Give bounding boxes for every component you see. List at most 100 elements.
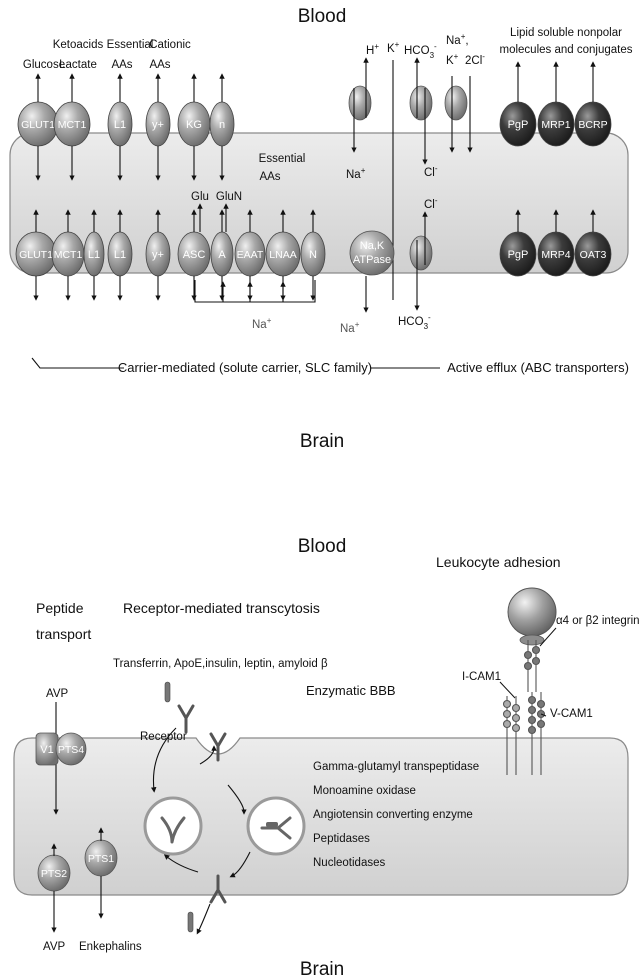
ligand-released xyxy=(187,911,194,933)
icam-pointer xyxy=(499,681,516,699)
label-k-plus: K+ xyxy=(387,40,400,55)
top-transporter-glut1-0-label: GLUT1 xyxy=(21,119,55,131)
icam1-molecule xyxy=(502,696,521,775)
integrins-label: α4 or β2 integrins xyxy=(556,615,640,627)
label-2cl: 2Cl- xyxy=(465,52,485,67)
bottom-transporter-a-6: A xyxy=(210,209,234,301)
bottom-transporter-pgp-10-label: PgP xyxy=(508,249,529,261)
enzymatic-bbb-label: Enzymatic BBB xyxy=(306,683,396,698)
label-h-plus: H+ xyxy=(366,42,379,57)
label-na-mid: Na+ xyxy=(346,166,366,181)
bottom-transporter-mrp4-11: MRP4 xyxy=(537,209,575,277)
top-transporter-kg-4-label: KG xyxy=(186,119,202,131)
label-essential-aas-2: AAs xyxy=(111,59,132,71)
bottom-transporter-asc-5: ASC xyxy=(177,209,211,301)
bottom-transporter-l1-2: L1 xyxy=(83,209,105,301)
ligands-label: Transferrin, ApoE,insulin, leptin, amylo… xyxy=(113,658,328,670)
bottom-transporter-n-9-label: N xyxy=(309,249,317,261)
ion-exchanger-cl-hco3-bottom xyxy=(409,211,433,311)
label-k-top: K+ xyxy=(446,52,459,67)
bottom-transporter-y--4-label: y+ xyxy=(152,249,164,261)
label-glun: GluN xyxy=(216,191,242,203)
receptor-label: Receptor xyxy=(140,731,187,743)
endosome-left xyxy=(143,796,203,856)
label-na-bottom-2: Na+ xyxy=(340,320,360,335)
panel2-blood-label: Blood xyxy=(298,536,347,557)
top-transporter-kg-4: KG xyxy=(177,73,211,181)
label-cl-mid-1: Cl- xyxy=(424,164,438,179)
na-k-atpase: Na,K ATPase xyxy=(349,230,395,313)
label-hco3-top: HCO3- xyxy=(404,42,437,60)
category-brackets xyxy=(31,357,440,369)
panel1-blood-label: Blood xyxy=(298,6,347,27)
bottom-transporter-eaat-7-label: EAAT xyxy=(237,249,264,261)
top-transporter-l1-2: L1 xyxy=(107,73,133,181)
svg-text:PTS1: PTS1 xyxy=(88,853,114,865)
na-k-atpase-label-2: ATPase xyxy=(353,254,391,266)
label-lactate: Lactate xyxy=(59,59,97,71)
enzyme-item: Peptidases xyxy=(313,833,370,845)
top-transporter-n-5: n xyxy=(209,73,235,181)
label-na-bottom-1: Na+ xyxy=(252,316,272,331)
top-transporter-y--3-label: y+ xyxy=(152,119,164,131)
peptide-transport-label-1: Peptide xyxy=(36,600,84,616)
avp-top-label: AVP xyxy=(46,688,68,700)
bottom-transporter-a-6-label: A xyxy=(218,249,226,261)
bottom-transporter-mct1-1: MCT1 xyxy=(51,209,85,301)
leukocyte xyxy=(507,587,557,646)
bottom-transporter-lnaa-8-label: LNAA xyxy=(269,249,296,261)
na-k-atpase-label-1: Na,K xyxy=(360,240,385,252)
top-transporter-pgp-6-label: PgP xyxy=(508,119,529,131)
label-lipid-1: Lipid soluble nonpolar xyxy=(510,27,622,39)
label-glucose: Glucose xyxy=(23,59,65,71)
top-transporter-mct1-1-label: MCT1 xyxy=(58,119,87,131)
top-transporter-pgp-6: PgP xyxy=(499,61,537,147)
label-cationic-1: Cationic xyxy=(149,39,191,51)
bottom-transporter-glut1-0-label: GLUT1 xyxy=(19,249,53,261)
label-glu: Glu xyxy=(191,191,209,203)
transporter-pts1: PTS1 xyxy=(84,827,118,919)
endosome-right xyxy=(246,796,306,856)
panel1-brain-label: Brain xyxy=(300,431,344,452)
bottom-transporter-l1-2-label: L1 xyxy=(88,249,100,261)
transcytosis-arrows xyxy=(150,727,251,935)
peptide-transport-label-2: transport xyxy=(36,626,91,642)
leukocyte-adhesion-label: Leukocyte adhesion xyxy=(436,554,561,570)
enzyme-item: Nucleotidases xyxy=(313,857,385,869)
bottom-transporter-mct1-1-label: MCT1 xyxy=(54,249,83,261)
top-transporter-l1-2-label: L1 xyxy=(114,119,126,131)
enzyme-item: Gamma-glutamyl transpeptidase xyxy=(313,761,479,773)
bottom-transporter-y--4: y+ xyxy=(145,209,171,301)
svg-text:PTS2: PTS2 xyxy=(41,868,67,880)
top-transporter-mct1-1: MCT1 xyxy=(53,73,91,181)
label-hco3-bottom: HCO3- xyxy=(398,313,431,331)
bottom-transporter-l1-3-label: L1 xyxy=(114,249,126,261)
top-transporter-mrp1-7: MRP1 xyxy=(537,61,575,147)
top-transporter-mrp1-7-label: MRP1 xyxy=(541,119,570,131)
svg-text:PTS4: PTS4 xyxy=(58,744,84,756)
top-transporter-bcrp-8: BCRP xyxy=(574,61,612,147)
top-transporter-y--3: y+ xyxy=(145,73,171,181)
ion-exchanger-h-na xyxy=(348,57,372,153)
label-lipid-2: molecules and conjugates xyxy=(500,44,633,56)
bottom-transporter-l1-3: L1 xyxy=(107,209,133,301)
bottom-transporter-mrp4-11-label: MRP4 xyxy=(541,249,570,261)
active-efflux-label: Active efflux (ABC transporters) xyxy=(447,360,629,375)
receptor-2 xyxy=(209,732,227,762)
bottom-transporter-asc-5-label: ASC xyxy=(183,249,206,261)
transporter-v1: V1 xyxy=(35,732,59,766)
receptor-1 xyxy=(177,704,195,734)
avp-bottom-label: AVP xyxy=(43,941,65,953)
transporter-pts2: PTS2 xyxy=(37,843,71,933)
vcam-label: V-CAM1 xyxy=(550,708,593,720)
transporter-pts4: PTS4 xyxy=(55,732,87,766)
panel2-brain-label: Brain xyxy=(300,959,344,980)
integrins-pointer xyxy=(539,627,557,647)
bottom-transporter-pgp-10: PgP xyxy=(499,209,537,277)
vcam-pointer xyxy=(540,713,547,717)
label-ketoacids: Ketoacids xyxy=(53,39,104,51)
integrin-chain xyxy=(523,640,541,692)
